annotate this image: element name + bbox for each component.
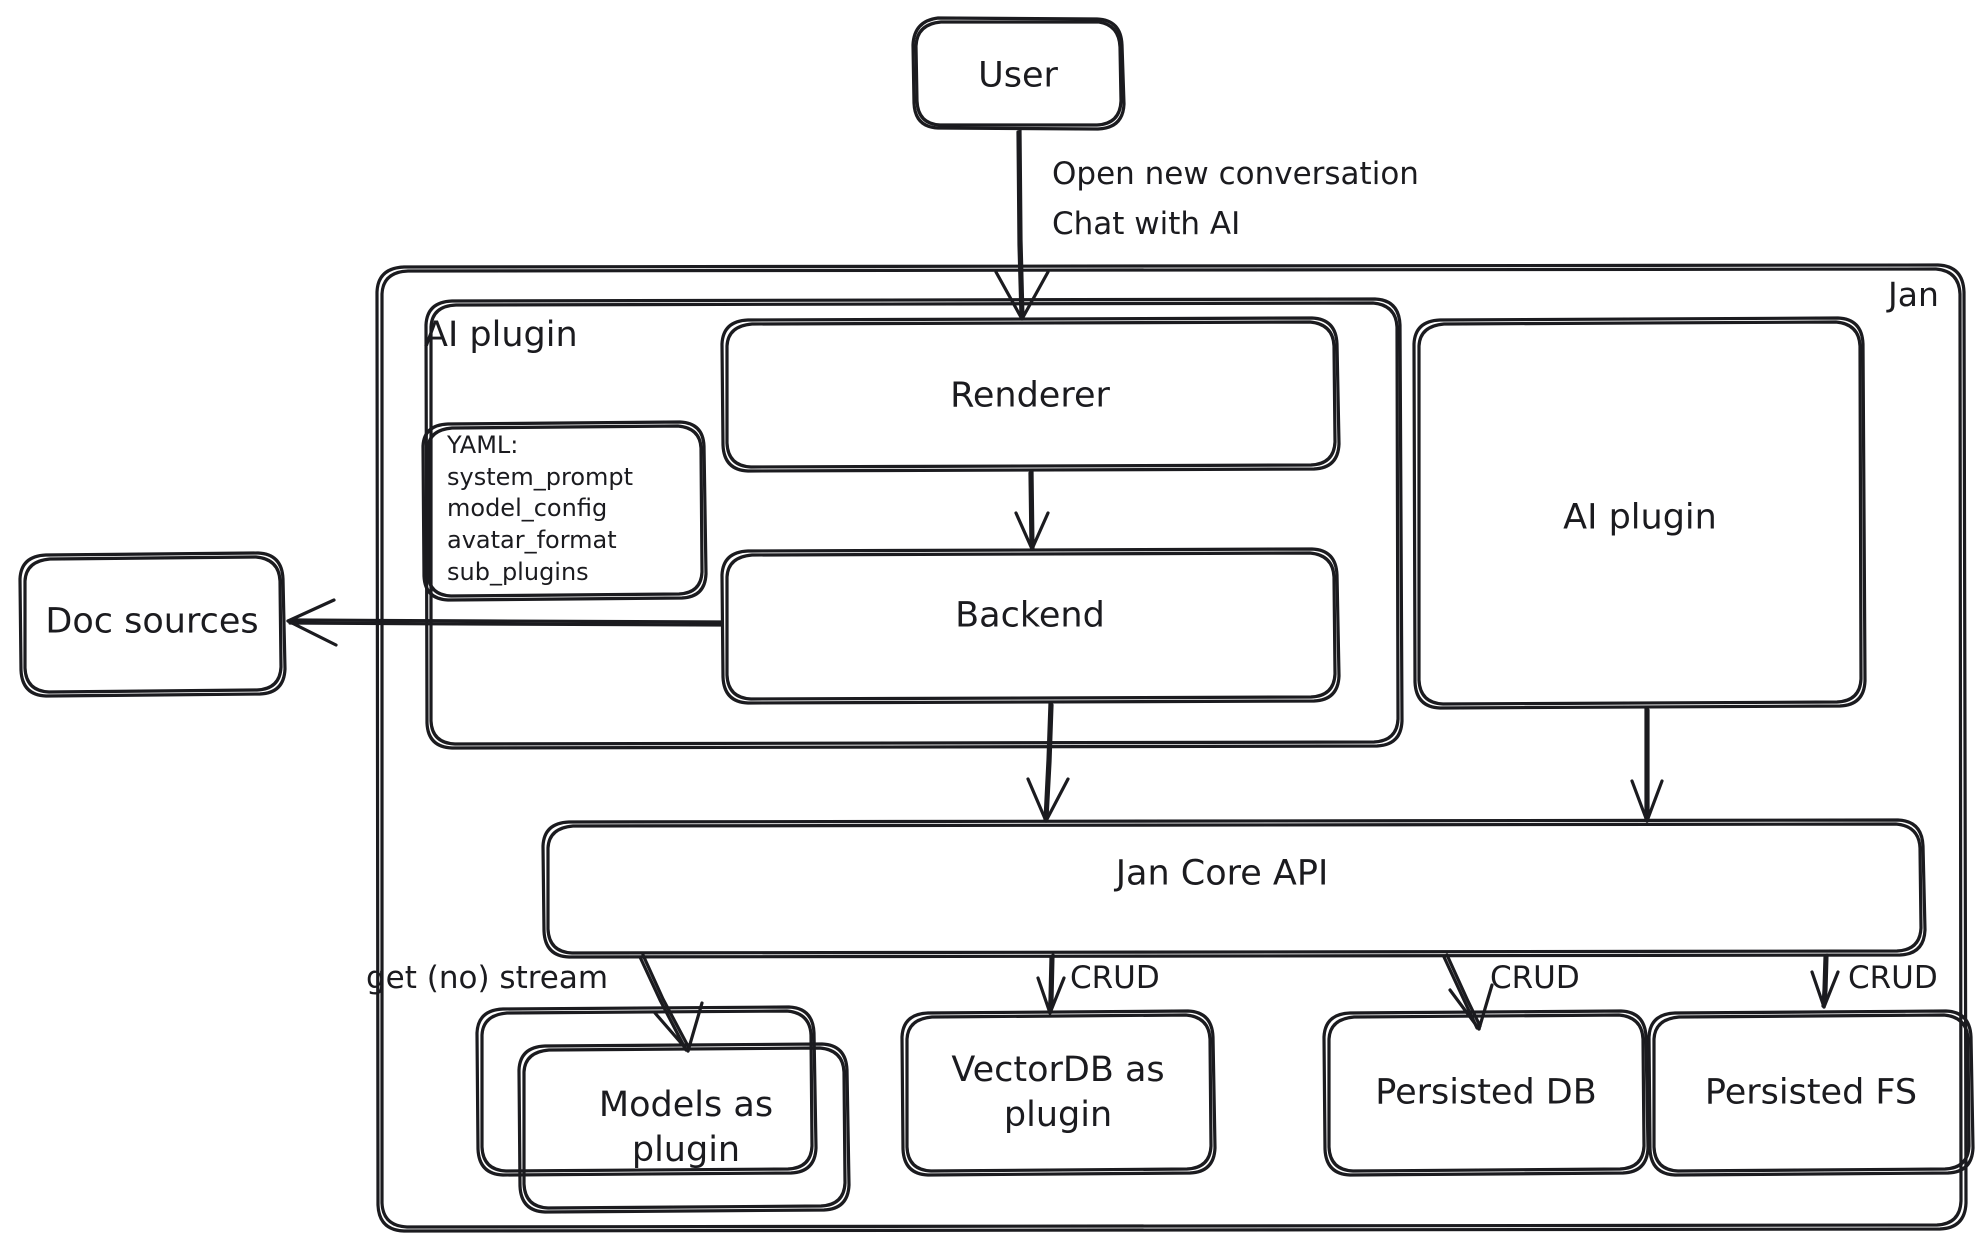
- models-plugin-node-label: Models as plugin: [598, 1085, 774, 1170]
- arrow-jan-core-api-to-vectordb: [1036, 953, 1066, 1015]
- vectordb-plugin-box-outline: [900, 1009, 1217, 1177]
- renderer-node-label: Renderer: [950, 375, 1110, 416]
- yaml-card-outline: [421, 420, 708, 602]
- models-plugin-back-box-outline: [475, 1005, 818, 1177]
- arrow-renderer-to-backend: [1014, 469, 1050, 551]
- persisted-db-node-label: Persisted DB: [1375, 1072, 1597, 1113]
- doc-sources-box-outline: [18, 551, 287, 698]
- persisted-fs-node-label: Persisted FS: [1704, 1072, 1918, 1113]
- user-node-label: User: [978, 55, 1058, 96]
- models-plugin-front-box-outline: [517, 1042, 851, 1214]
- ai-plugin-box-outline: [1412, 316, 1867, 710]
- edge-label-crud-persisted-db: CRUD: [1490, 960, 1580, 996]
- arrow-backend-to-jan-core-api: [1026, 701, 1070, 823]
- arrow-user-to-renderer: [994, 128, 1050, 321]
- yaml-card-text: YAML: system_prompt model_config avatar_…: [447, 431, 634, 586]
- jan-container-outline: [375, 263, 1968, 1233]
- arrow-jan-core-api-to-persisted-fs: [1810, 953, 1840, 1009]
- backend-node-label: Backend: [955, 595, 1105, 636]
- arrow-ai-plugin-to-jan-core-api: [1630, 706, 1664, 823]
- ai-plugin-node-label: AI plugin: [1563, 497, 1717, 538]
- arrow-jan-core-api-to-persisted-db: [1442, 953, 1494, 1031]
- ai-plugin-group-outline: [424, 297, 1404, 750]
- edge-label-open-new-conversation: Open new conversation: [1052, 156, 1419, 192]
- vectordb-plugin-node-label: VectorDB as plugin: [951, 1050, 1165, 1135]
- arrow-backend-to-doc-sources: [286, 598, 724, 647]
- persisted-db-box-outline: [1322, 1009, 1650, 1177]
- backend-box-outline: [720, 547, 1341, 705]
- ai-plugin-group-label: AI plugin: [424, 315, 578, 355]
- edge-label-chat-with-ai: Chat with AI: [1052, 206, 1241, 242]
- persisted-fs-box-outline: [1647, 1009, 1975, 1177]
- edge-label-crud-vectordb: CRUD: [1070, 960, 1160, 996]
- arrow-jan-core-api-to-models: [638, 953, 704, 1053]
- edge-label-get-no-stream: get (no) stream: [366, 960, 609, 996]
- user-box-outline: [911, 16, 1126, 131]
- jan-container-label: Jan: [1888, 275, 1939, 314]
- jan-core-api-box-outline: [541, 818, 1927, 959]
- jan-core-api-node-label: Jan Core API: [1115, 853, 1329, 894]
- edge-label-crud-persisted-fs: CRUD: [1848, 960, 1938, 996]
- renderer-box-outline: [720, 316, 1341, 473]
- doc-sources-node-label: Doc sources: [45, 601, 259, 642]
